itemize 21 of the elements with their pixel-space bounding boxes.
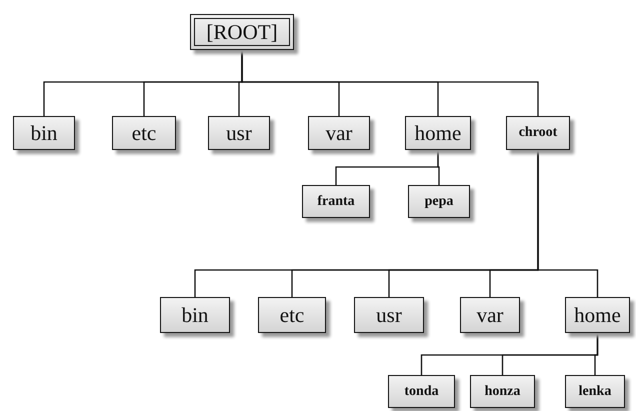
folder-box: home [405,116,471,150]
folder-box: [ROOT] [190,14,294,50]
folder-box: var [460,297,520,333]
folder-box: honza [470,375,535,408]
folder-box: usr [354,297,424,333]
tree-line [537,150,598,297]
folder-box: pepa [408,185,470,218]
folder-box: bin [13,116,75,150]
folder-box: home [565,297,630,333]
folder-box: chroot [506,116,570,150]
folder-box: var [308,116,370,150]
folder-box: bin [160,297,230,333]
folder-box: usr [208,116,270,150]
folder-box: etc [112,116,176,150]
tree-line [437,150,440,185]
folder-box: lenka [565,375,625,408]
folder-box: etc [258,297,326,333]
tree-line [241,50,539,116]
tree-line [594,333,598,375]
folder-box: franta [302,185,370,218]
folder-box: tonda [388,375,455,408]
